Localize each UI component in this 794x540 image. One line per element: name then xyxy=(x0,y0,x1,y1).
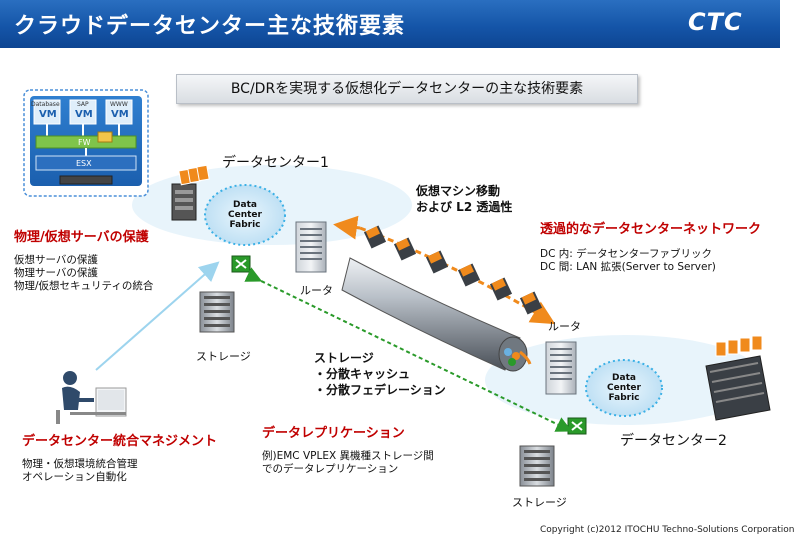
vm-panel xyxy=(23,89,149,197)
dc1-fabric-label: Data Center Fabric xyxy=(224,200,266,230)
vm-tag-database: Database xyxy=(31,101,60,108)
dc1-fabric-word-3: Fabric xyxy=(229,220,261,230)
dc2-fabric-cloud xyxy=(585,359,663,417)
dc1-router-icon xyxy=(295,221,327,273)
vm-box-database xyxy=(33,99,61,125)
vm-move-line-2: および L2 透過性 xyxy=(416,200,513,214)
dc2-fabric-word-2: Center xyxy=(607,383,641,393)
replication-line-1: 例)EMC VPLEX 異機種ストレージ間 xyxy=(262,450,434,462)
dc1-server-icon xyxy=(171,164,210,221)
dc1-fabric-word-2: Center xyxy=(228,210,262,220)
network-line-1: DC 内: データセンターファブリック xyxy=(540,248,712,260)
server-protection-item-1: 仮想サーバの保護 xyxy=(14,254,98,266)
vm-label-www: VM xyxy=(111,109,129,120)
dc2-fabric-label: Data Center Fabric xyxy=(603,373,645,403)
vm-box-www xyxy=(105,99,133,125)
vm-label-database: VM xyxy=(39,109,57,120)
dc1-fabric-word-1: Data xyxy=(233,200,257,210)
vm-move-text: 仮想マシン移動 および L2 透過性 xyxy=(416,183,512,215)
storage-features-line-3: ・分散フェデレーション xyxy=(314,383,446,397)
vm-label-sap: VM xyxy=(75,109,93,120)
management-arrow xyxy=(95,261,220,371)
dc2-storage-icon xyxy=(519,445,555,487)
dc2-switch-icon xyxy=(567,417,587,435)
storage-features-line-1: ストレージ xyxy=(314,351,374,365)
network-line-2: DC 間: LAN 拡張(Server to Server) xyxy=(540,261,716,273)
replication-line-2: でのデータレプリケーション xyxy=(262,463,399,475)
server-protection-heading: 物理/仮想サーバの保護 xyxy=(14,230,149,245)
replication-heading: データレプリケーション xyxy=(262,426,405,441)
vm-move-line-1: 仮想マシン移動 xyxy=(416,184,501,198)
management-item-2: オペレーション自動化 xyxy=(22,471,127,483)
dc2-server-icon xyxy=(705,335,771,421)
storage-features: ストレージ ・分散キャッシュ ・分散フェデレーション xyxy=(314,350,446,398)
subtitle-box: BC/DRを実現する仮想化データセンターの主な技術要素 xyxy=(176,74,638,104)
fw-label: FW xyxy=(78,138,91,147)
dc1-router-label: ルータ xyxy=(300,284,333,297)
admin-person-icon xyxy=(56,371,127,424)
management-item-1: 物理・仮想環境統合管理 xyxy=(22,458,138,470)
storage-features-line-2: ・分散キャッシュ xyxy=(314,367,411,381)
page-title: クラウドデータセンター主な技術要素 xyxy=(14,14,406,39)
network-heading: 透過的なデータセンターネットワーク xyxy=(540,222,762,237)
dc1-switch-icon xyxy=(231,255,251,273)
dc2-fabric-word-3: Fabric xyxy=(608,393,640,403)
firewall-icon xyxy=(97,131,113,143)
dc1-storage-label: ストレージ xyxy=(196,350,251,363)
server-protection-item-2: 物理サーバの保護 xyxy=(14,267,98,279)
dc2-router-icon xyxy=(545,341,577,395)
management-heading: データセンター統合マネジメント xyxy=(22,434,218,449)
header-bar xyxy=(0,0,780,48)
vm-tag-www: WWW xyxy=(110,101,128,108)
vm-tag-sap: SAP xyxy=(77,101,89,108)
ctc-logo: CTC xyxy=(688,8,743,36)
dc1-storage-icon xyxy=(199,291,235,333)
dc2-label: データセンター2 xyxy=(620,433,727,449)
copyright: Copyright (c)2012 ITOCHU Techno-Solution… xyxy=(540,525,794,535)
dc1-label: データセンター1 xyxy=(222,155,329,171)
dc2-fabric-word-1: Data xyxy=(612,373,636,383)
server-protection-item-3: 物理/仮想セキュリティの統合 xyxy=(14,280,154,292)
dc2-router-label: ルータ xyxy=(548,320,581,333)
esx-label: ESX xyxy=(76,159,92,168)
dc2-storage-label: ストレージ xyxy=(512,496,567,509)
vm-box-sap xyxy=(69,99,97,125)
dc1-fabric-cloud xyxy=(204,184,286,246)
server-icon xyxy=(59,175,113,185)
vm-move-arrow-left xyxy=(333,215,361,240)
replication-arrow xyxy=(244,267,573,432)
